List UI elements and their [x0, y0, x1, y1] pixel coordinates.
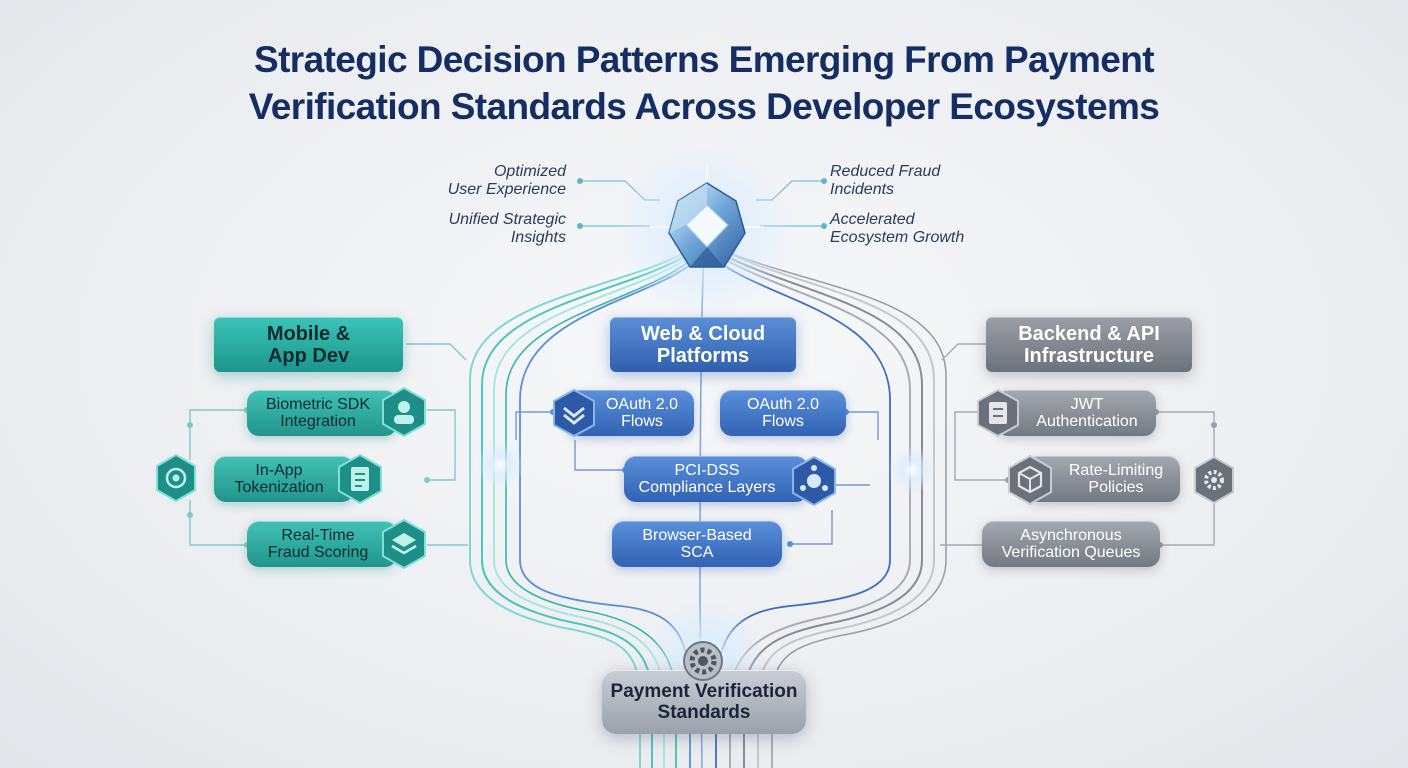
outcome-line: Unified Strategic: [448, 211, 566, 228]
node-line: In-App: [255, 462, 303, 479]
outcome-line: Insights: [510, 229, 566, 246]
outcome-line: Incidents: [830, 181, 895, 198]
outcome-optimized-ux: Optimized User Experience: [448, 163, 566, 199]
node-line: Verification Queues: [1001, 544, 1141, 561]
header-line: Platforms: [656, 344, 750, 367]
mobile-app-dev-header: Mobile &App Dev: [214, 317, 403, 372]
node-line: Compliance Layers: [638, 479, 776, 496]
node-line: Asynchronous: [1020, 527, 1122, 544]
node-line: Flows: [762, 413, 804, 430]
outcome-reduced-fraud: Reduced Fraud Incidents: [830, 163, 940, 199]
node-line: OAuth 2.0: [746, 396, 820, 413]
node-line: Browser-Based: [642, 527, 752, 544]
outcome-line: Ecosystem Growth: [830, 229, 965, 246]
outcome-line: Optimized: [493, 163, 566, 180]
cube-icon: [1008, 454, 1052, 506]
crystal-star-icon: [650, 165, 764, 268]
target-icon: [156, 453, 196, 503]
outcome-line: Accelerated: [830, 211, 915, 228]
biometric-icon: [382, 386, 426, 438]
node-line: OAuth 2.0: [605, 396, 679, 413]
shield-icon: [553, 388, 595, 438]
node-line: Flows: [621, 413, 663, 430]
header-line: Web & Cloud: [640, 322, 766, 345]
core-line: Payment Verification: [610, 681, 798, 702]
gear-network-icon: [683, 641, 723, 681]
outcome-line: Reduced Fraud: [830, 163, 941, 180]
node-line: Biometric SDK: [265, 396, 371, 413]
page-title: Strategic Decision Patterns Emerging Fro…: [0, 36, 1408, 130]
core-line: Standards: [657, 702, 751, 723]
header-line: Backend & API: [1018, 322, 1160, 345]
document-icon: [338, 453, 382, 505]
outcome-unified-insights: Unified Strategic Insights: [449, 211, 566, 247]
gear-icon: [1194, 455, 1234, 505]
outcome-accelerated-growth: Accelerated Ecosystem Growth: [830, 211, 964, 247]
node-line: Tokenization: [234, 479, 324, 496]
layers-icon: [382, 518, 426, 570]
node-line: JWT: [1070, 396, 1104, 413]
node-line: SCA: [680, 544, 714, 561]
title-line-2: Verification Standards Across Developer …: [248, 86, 1160, 127]
node-line: Integration: [280, 413, 356, 430]
node-line: Authentication: [1036, 413, 1138, 430]
node-line: Fraud Scoring: [267, 544, 369, 561]
node-line: Rate-Limiting: [1068, 462, 1164, 479]
network-icon: [792, 455, 836, 507]
server-icon: [977, 388, 1019, 438]
node-line: Policies: [1088, 479, 1144, 496]
header-line: App Dev: [267, 344, 350, 367]
title-line-1: Strategic Decision Patterns Emerging Fro…: [254, 39, 1155, 80]
node-line: Real-Time: [281, 527, 355, 544]
node-line: PCI-DSS: [674, 462, 740, 479]
header-line: Infrastructure: [1023, 344, 1155, 367]
header-line: Mobile &: [266, 322, 351, 345]
outcome-line: User Experience: [447, 181, 566, 198]
